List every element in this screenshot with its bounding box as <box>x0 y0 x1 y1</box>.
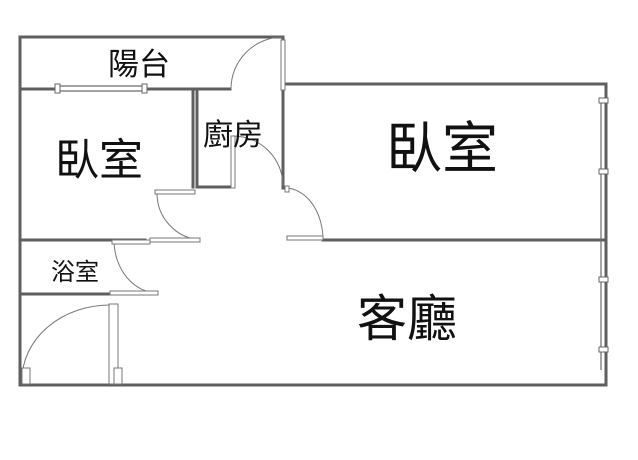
entrance-door <box>21 303 123 385</box>
balcony-door <box>230 36 286 91</box>
label-bedroom-left: 臥室 <box>55 135 143 186</box>
left-bedroom-door <box>149 189 201 243</box>
balcony-window <box>54 83 148 94</box>
bathroom-door <box>109 239 159 296</box>
interior-walls <box>18 82 608 387</box>
label-bedroom-right: 臥室 <box>386 117 498 182</box>
label-balcony: 陽台 <box>108 47 170 83</box>
right-windows <box>598 97 609 370</box>
label-bathroom: 浴室 <box>51 258 99 286</box>
right-bedroom-door <box>284 185 324 241</box>
exterior-walls <box>18 35 608 387</box>
label-living-room: 客廳 <box>357 290 457 348</box>
label-kitchen: 廚房 <box>203 118 263 153</box>
kitchen-door <box>230 135 284 189</box>
